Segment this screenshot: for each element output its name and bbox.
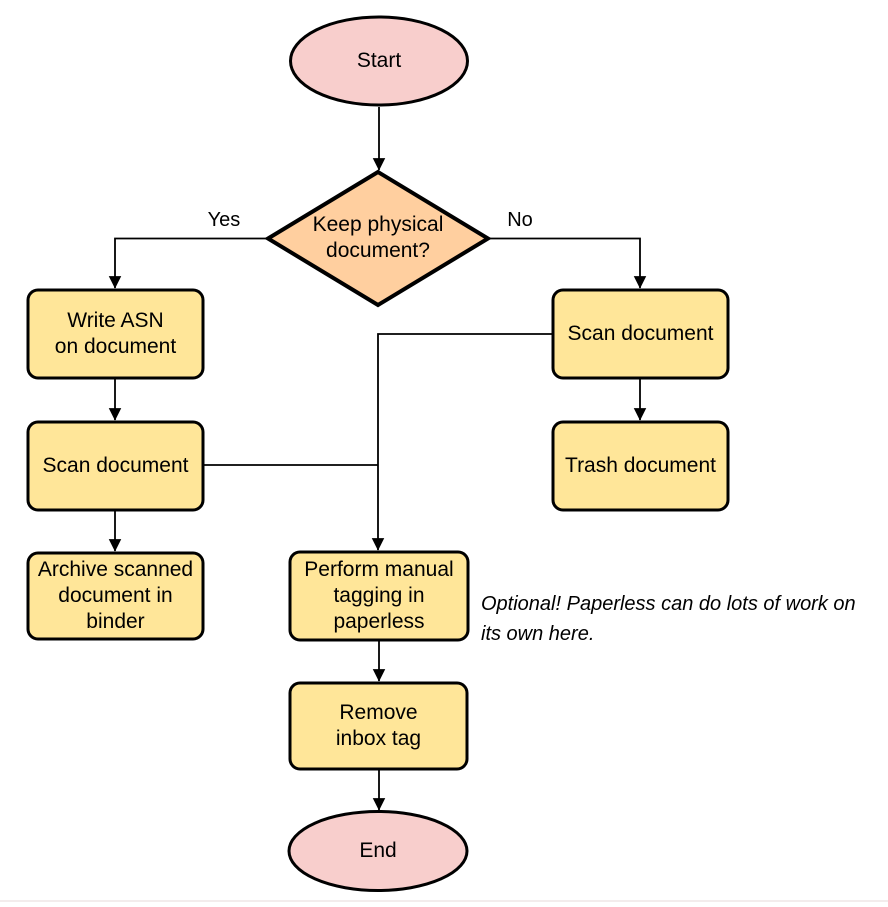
end-terminal-shape (287, 810, 469, 892)
annotation-line: its own here. (481, 623, 595, 645)
no-branch-label: No (507, 209, 533, 231)
process-tagging-shape (288, 550, 470, 642)
process-remove-inbox-shape (288, 681, 469, 771)
annotation-line: Optional! Paperless can do lots of work … (481, 593, 856, 615)
edge-decision-no-to-scan-right (489, 237, 647, 289)
yes-branch-label: Yes (207, 209, 241, 231)
page-bottom-divider (0, 900, 888, 902)
decision-diamond-shape (264, 169, 492, 308)
annotation-note: Optional! Paperless can do lots of work … (481, 589, 883, 649)
process-trash-shape (551, 420, 730, 512)
process-scan-left-shape (26, 420, 205, 512)
process-archive-shape (26, 551, 205, 641)
edge-decision-yes-to-write-asn (108, 237, 267, 289)
start-terminal-shape (289, 15, 469, 107)
edge-scan-right-to-tagging (371, 333, 553, 551)
process-write-asn-shape (26, 288, 205, 380)
process-scan-right-shape (551, 288, 730, 380)
